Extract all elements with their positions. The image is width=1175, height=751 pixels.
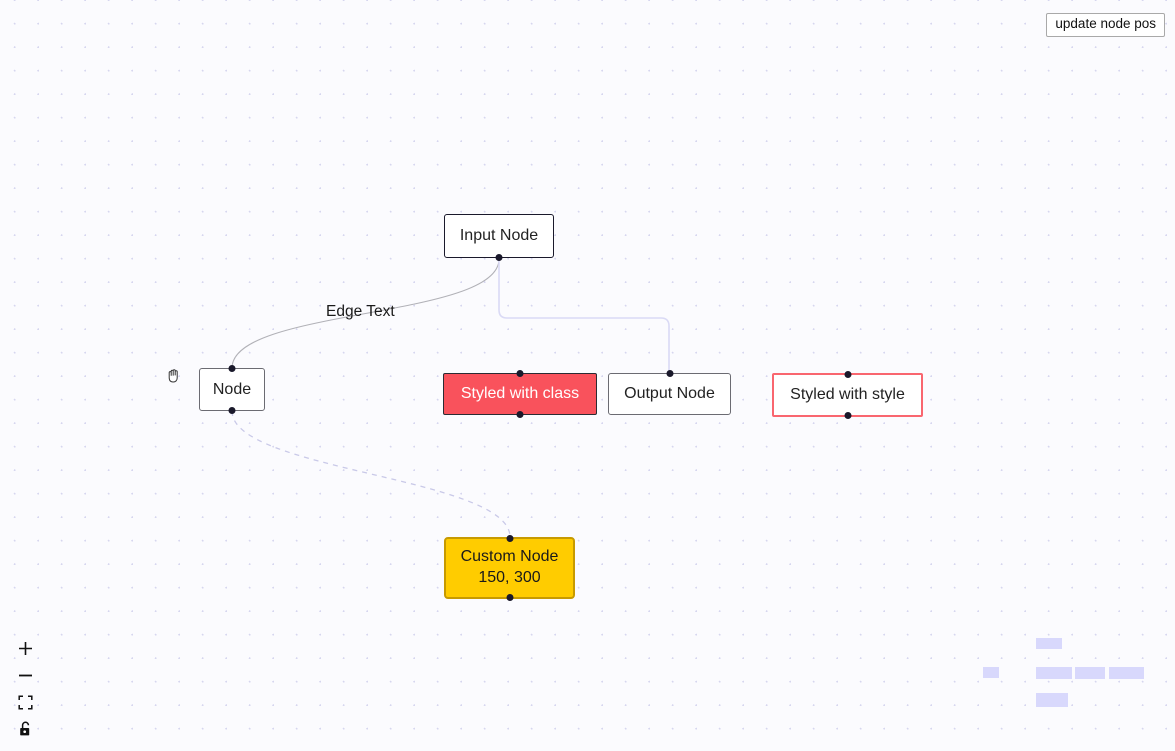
- custom-node-handle-top[interactable]: [506, 535, 513, 542]
- default-node-label: Node: [212, 380, 252, 398]
- styled-with-class-node-label: Styled with class: [460, 385, 580, 403]
- output-node[interactable]: Output Node: [608, 370, 731, 415]
- minimap-node-input: [1036, 638, 1062, 649]
- edge-input-to-output[interactable]: [498, 259, 670, 373]
- custom-node-label: Custom Node: [460, 548, 559, 566]
- controls-panel: [12, 635, 38, 743]
- minimap-node-default: [983, 667, 999, 678]
- styled-with-style-node-label: Styled with style: [790, 386, 905, 404]
- custom-node-handle-bottom[interactable]: [506, 594, 513, 601]
- styled-with-class-node[interactable]: Styled with class: [443, 370, 597, 418]
- minus-icon: [18, 674, 32, 676]
- styled-with-style-node-handle-bottom[interactable]: [844, 412, 851, 419]
- fit-view-icon: [17, 694, 33, 710]
- fit-view-button[interactable]: [12, 689, 38, 715]
- styled-with-style-node-handle-top[interactable]: [844, 371, 851, 378]
- lock-button[interactable]: [12, 716, 38, 742]
- default-node[interactable]: Node: [199, 365, 265, 414]
- input-node-label: Input Node: [459, 227, 539, 245]
- default-node-handle-bottom[interactable]: [228, 407, 236, 414]
- grab-cursor: [164, 365, 184, 385]
- styled-with-class-node-handle-top[interactable]: [516, 370, 524, 377]
- input-node[interactable]: Input Node: [444, 214, 554, 261]
- minimap-node-custom: [1036, 693, 1068, 707]
- minimap-node-output: [1075, 667, 1105, 679]
- output-node-handle-top[interactable]: [666, 370, 673, 377]
- input-node-handle-bottom[interactable]: [495, 254, 503, 261]
- plus-icon: [18, 641, 32, 655]
- unlock-icon: [19, 721, 29, 736]
- default-node-handle-top[interactable]: [228, 365, 236, 372]
- output-node-label: Output Node: [624, 385, 715, 403]
- custom-node[interactable]: Custom Node 150, 300: [444, 535, 575, 601]
- custom-node-sublabel: 150, 300: [478, 569, 541, 586]
- styled-with-class-node-handle-bottom[interactable]: [516, 411, 524, 418]
- minimap-node-class: [1036, 667, 1072, 679]
- edge-input-to-node-label: Edge Text: [326, 303, 395, 320]
- zoom-out-button[interactable]: [12, 662, 38, 688]
- edge-input-to-node[interactable]: [231, 258, 500, 369]
- update-node-pos-button[interactable]: update node pos: [1046, 13, 1165, 37]
- panel-top-right: update node pos: [1046, 13, 1165, 37]
- styled-with-style-node[interactable]: Styled with style: [772, 371, 923, 419]
- edge-node-to-custom[interactable]: [231, 410, 511, 538]
- minimap[interactable]: [965, 601, 1165, 741]
- minimap-node-style: [1109, 667, 1144, 679]
- zoom-in-button[interactable]: [12, 635, 38, 661]
